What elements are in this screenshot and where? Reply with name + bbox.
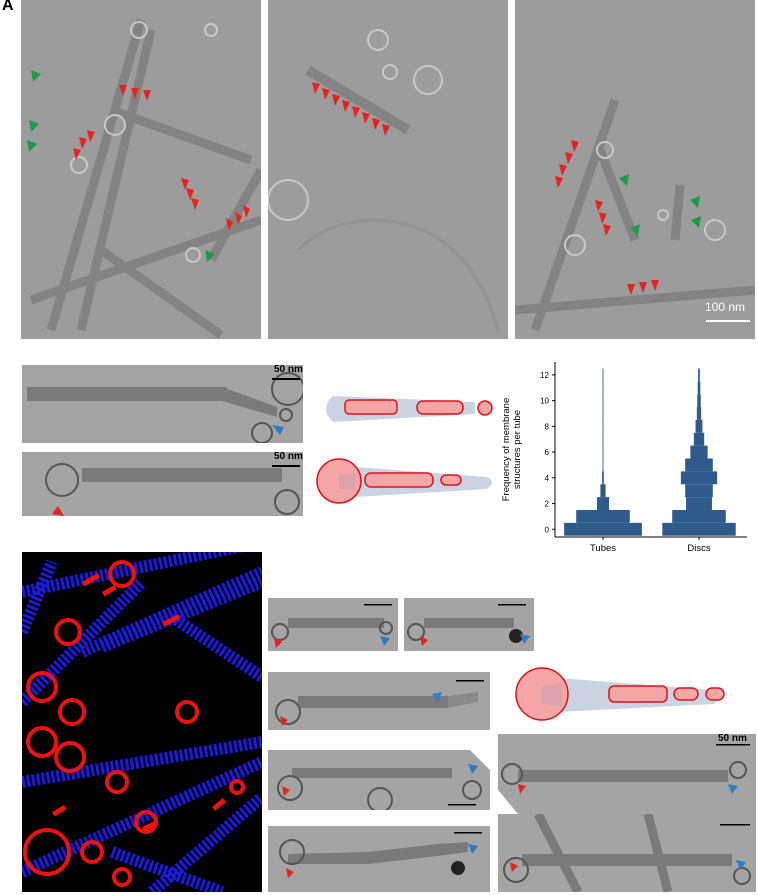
histogram-bar: [576, 509, 630, 523]
histogram-bar: [697, 381, 701, 395]
micrograph-tube-2-drawing: [45, 463, 300, 516]
micrograph-gallery-2: [404, 598, 534, 651]
micrograph-gallery-4-drawing: [277, 750, 490, 810]
histogram-bar: [685, 458, 713, 472]
micrograph-gallery-1-drawing: [271, 604, 393, 648]
histogram-bar: [685, 484, 713, 498]
y-axis-label: Frequency of membrane: [501, 398, 512, 502]
histogram-bar: [698, 368, 700, 382]
y-axis-label: structures per tube: [512, 410, 523, 489]
micrograph-gallery-3: [268, 672, 490, 730]
y-tick-label: 8: [545, 422, 550, 431]
scalebar-label-gallery: 50 nm: [718, 734, 747, 744]
y-tick-label: 2: [545, 500, 550, 509]
x-tick-label: Discs: [687, 543, 710, 554]
red-arrowheads: [555, 140, 659, 295]
green-arrowheads: [619, 174, 701, 236]
histogram-bar: [602, 381, 604, 395]
histogram-bar: [696, 407, 702, 420]
micrograph-top-right: 100 nm: [515, 0, 755, 339]
histogram-bar: [662, 522, 736, 536]
histogram-bar: [600, 484, 606, 498]
scalebar-100nm: [706, 320, 750, 322]
y-tick-label: 0: [545, 525, 550, 534]
histogram-bar: [697, 394, 701, 408]
micrograph-gallery-6-drawing: [279, 832, 482, 878]
schematic-tube-full: [515, 667, 725, 721]
segmentation-panel: [22, 552, 262, 892]
y-tick-label: 10: [540, 397, 549, 406]
histogram-bar: [596, 497, 610, 510]
panel-letter: A: [2, 0, 14, 14]
red-arrowheads: [73, 85, 250, 231]
micrograph-gallery-3-drawing: [275, 680, 484, 726]
histogram-bar: [686, 497, 712, 510]
micrograph-gallery-6: [268, 826, 490, 892]
histogram-bar: [680, 471, 718, 485]
histogram-bar: [693, 432, 705, 446]
histogram-bar: [602, 458, 604, 472]
histogram-bar: [602, 368, 604, 382]
histogram-bar: [695, 419, 703, 433]
micrograph-tube-1: 50 nm: [22, 365, 303, 443]
scalebar-label-top: 100 nm: [705, 300, 746, 314]
micrograph-gallery-5-drawing: [498, 744, 750, 814]
histogram-bar: [602, 471, 604, 485]
micrograph-top-middle: [268, 0, 508, 339]
histogram-bar: [602, 394, 604, 408]
histogram-bar: [602, 432, 604, 446]
scalebar-label-tube2: 50 nm: [274, 452, 303, 462]
micrograph-top-left: [21, 0, 261, 339]
micrograph-gallery-7: [498, 814, 756, 892]
histogram-bar: [672, 509, 726, 523]
schematic-tube-short: [326, 396, 493, 422]
micrograph-gallery-7-drawing: [503, 814, 751, 892]
y-tick-label: 6: [545, 448, 550, 457]
micrograph-gallery-1: [268, 598, 398, 651]
histogram-bar: [602, 407, 604, 420]
micrograph-tube-2: 50 nm: [22, 452, 303, 516]
micrograph-top-right-drawing: [515, 98, 755, 332]
histogram-bar: [602, 419, 604, 433]
micrograph-top-left-drawing: [27, 18, 261, 339]
micrograph-gallery-4: [268, 750, 490, 810]
x-tick-label: Tubes: [590, 543, 616, 554]
segmentation-drawing: [22, 552, 262, 892]
micrograph-tube-1-drawing: [27, 372, 303, 443]
green-arrowheads: [27, 70, 215, 262]
micrograph-gallery-5: 50 nm: [498, 734, 756, 814]
micrograph-gallery-2-drawing: [407, 604, 530, 646]
schematic-tube-vesicle: [316, 458, 492, 504]
histogram-bar: [564, 522, 642, 536]
scalebar-label-tube1: 50 nm: [274, 365, 303, 375]
histogram-bar: [690, 445, 708, 459]
y-tick-label: 12: [540, 371, 549, 380]
micrograph-top-middle-drawing: [268, 29, 500, 331]
histogram-bar: [602, 445, 604, 459]
y-tick-label: 4: [545, 474, 550, 483]
red-arrowheads: [312, 82, 390, 136]
